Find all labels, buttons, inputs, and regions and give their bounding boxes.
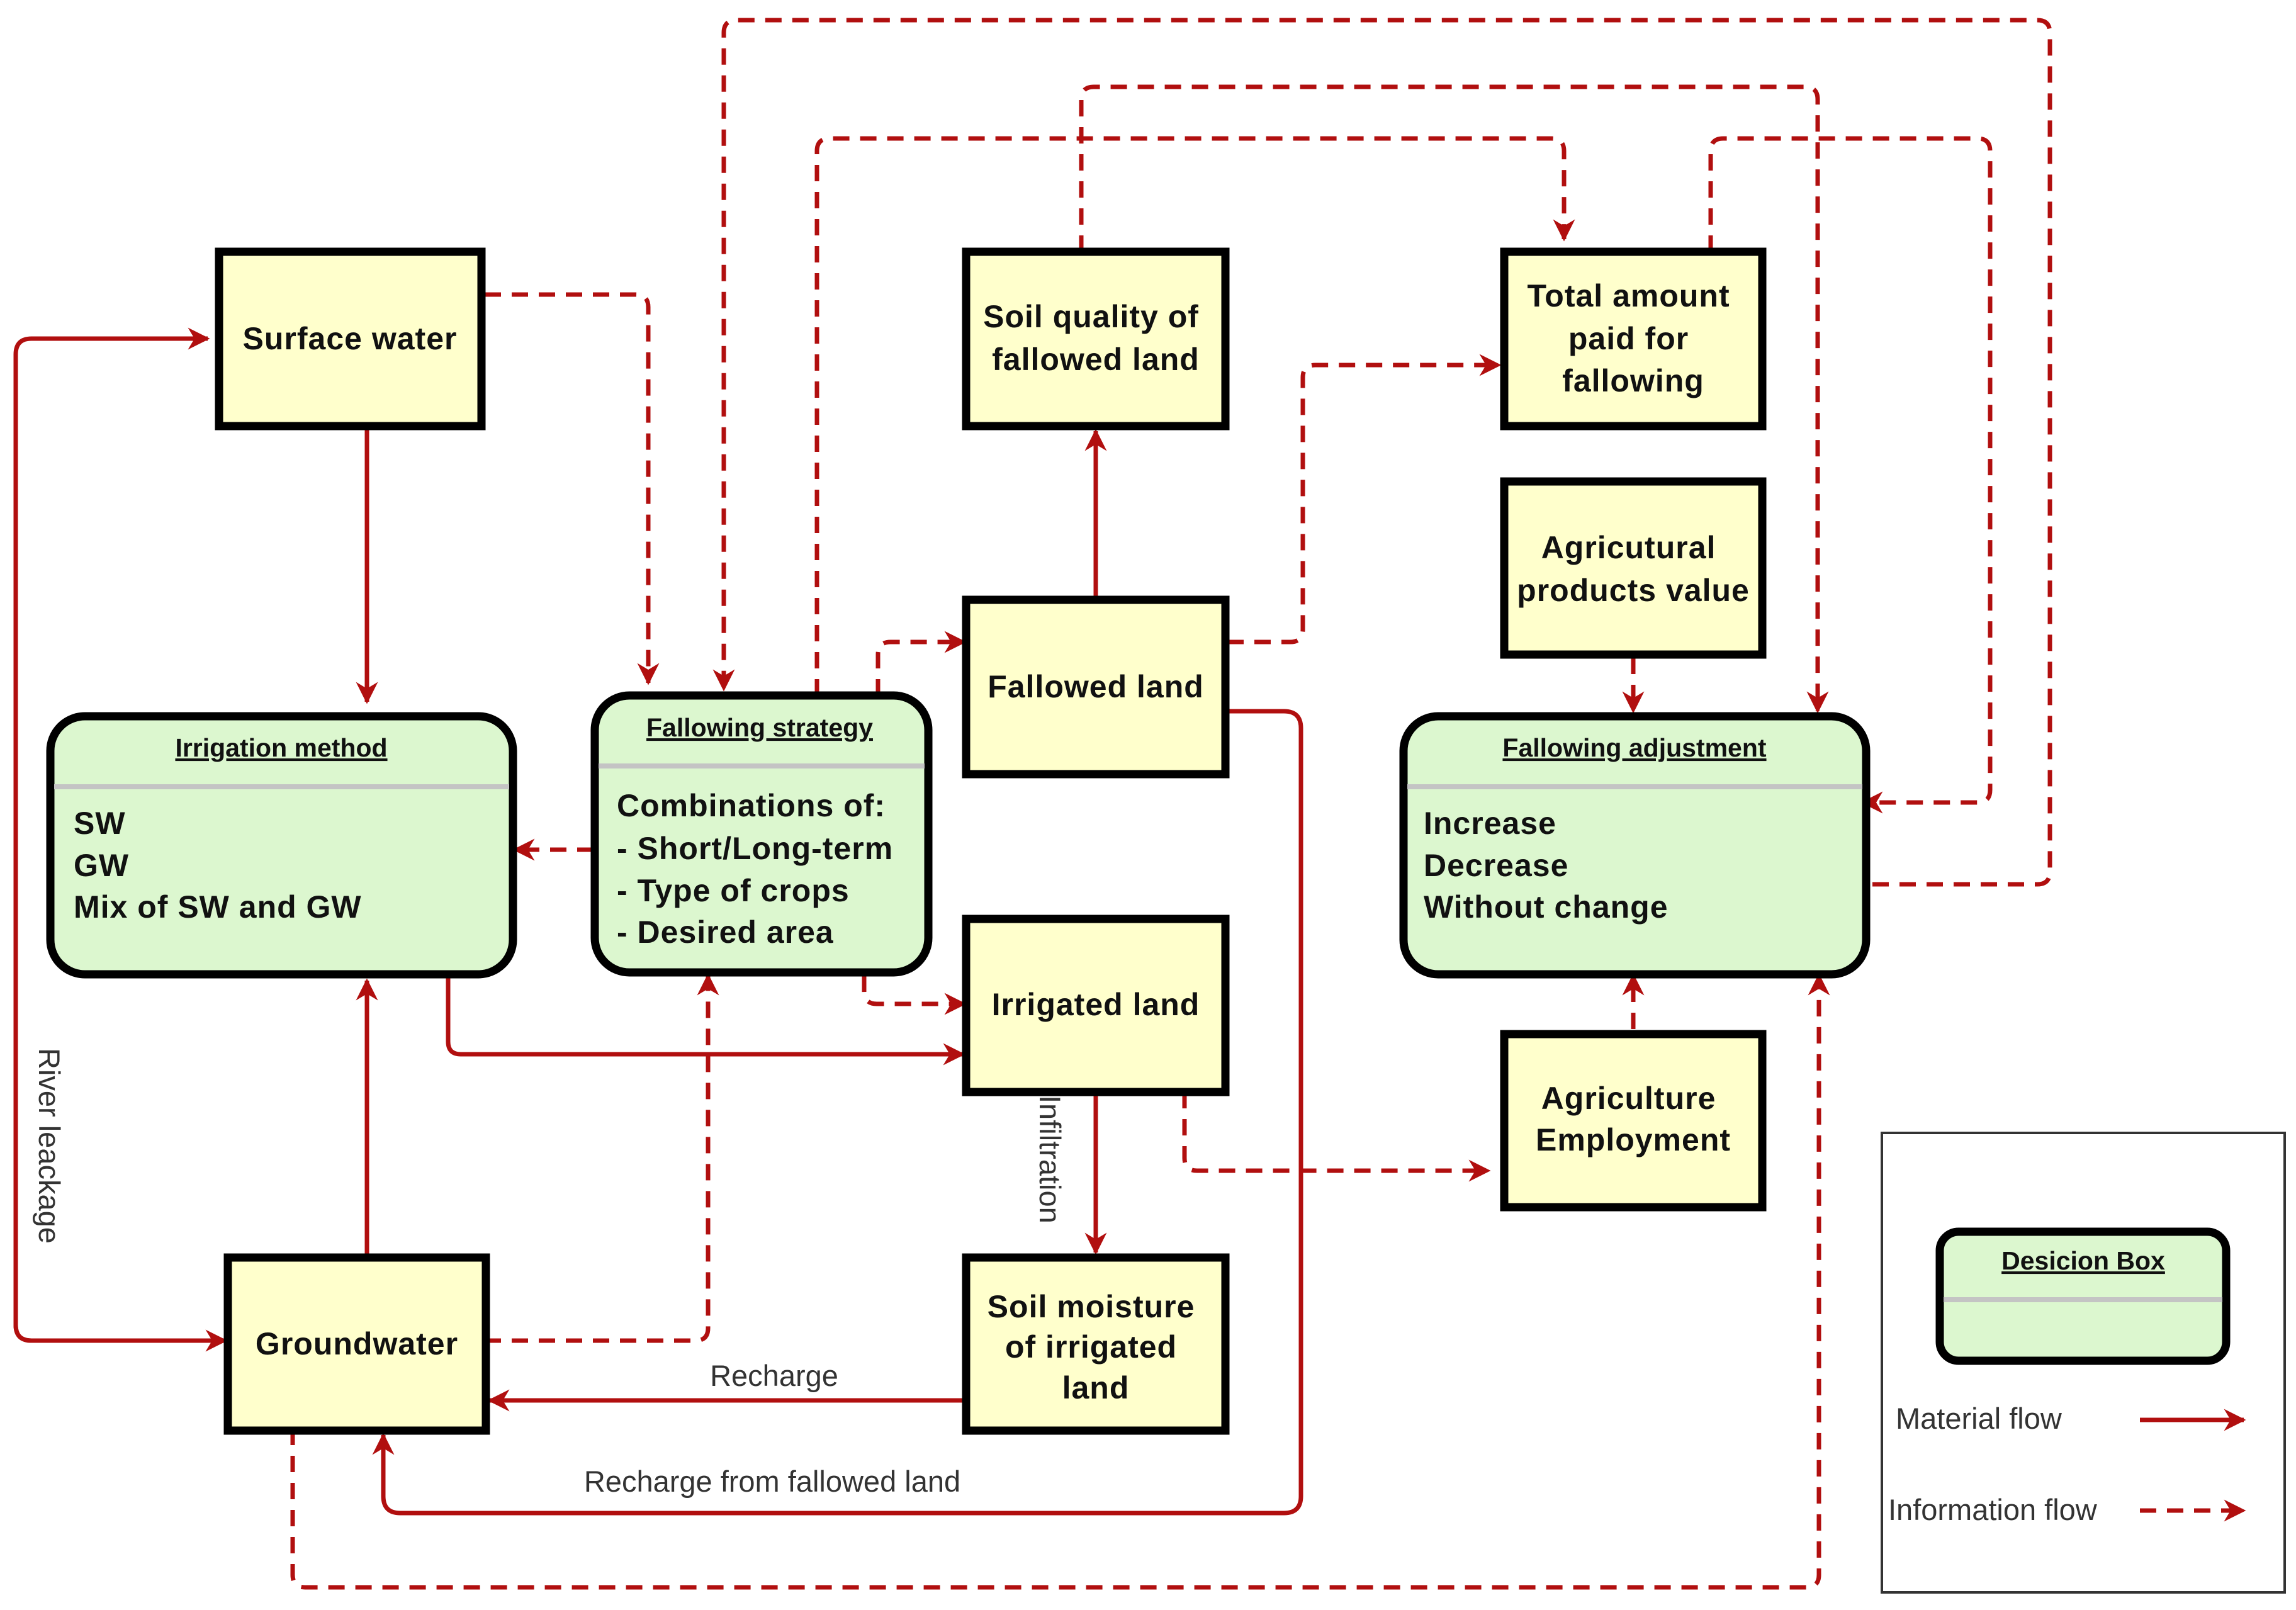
label-recharge: Recharge: [710, 1359, 838, 1392]
legend-material-label: Material flow: [1896, 1402, 2062, 1435]
stock-box-soil-quality: Soil quality of fallowed land: [962, 247, 1230, 431]
edge-fallowed-land-to-groundwater: [372, 709, 1303, 1516]
box-label-line: products value: [1517, 573, 1750, 608]
stock-box-total-amount: Total amount paid for fallowing: [1500, 247, 1767, 431]
box-label-line: Total amount: [1527, 278, 1730, 313]
decision-box-irrigation-method: Irrigation method SW GW Mix of SW and GW: [46, 712, 517, 979]
box-label-line: Soil quality of: [983, 299, 1199, 334]
decision-item: Combinations of:: [617, 788, 886, 823]
decision-box-fallowing-strategy: Fallowing strategy Combinations of: - Sh…: [590, 691, 933, 977]
box-label-line: Agricutural: [1541, 530, 1716, 565]
decision-item: Without change: [1424, 889, 1669, 925]
edge-fallowed-land-to-total-amount: [1227, 354, 1502, 645]
edge-total-amount-to-adjustment: [1708, 136, 1993, 814]
box-label-line: fallowed land: [992, 342, 1200, 377]
stock-box-agri-employment: Agriculture Employment: [1500, 1030, 1767, 1212]
decision-title: Fallowing adjustment: [1502, 733, 1766, 762]
box-label: Surface water: [243, 321, 458, 356]
edge-groundwater-to-strategy: [485, 973, 719, 1343]
label-recharge-fallowed: Recharge from fallowed land: [584, 1465, 960, 1498]
material-flows: [13, 327, 1303, 1516]
box-label-line: of irrigated: [1005, 1329, 1177, 1365]
information-flows: [290, 18, 2052, 1590]
svg-text:Combinations of: - Short: Combinations of: - Short/Long-term - Typ…: [617, 788, 903, 950]
svg-text:Agricutural products val: Agricutural products value: [1517, 530, 1750, 608]
edge-surface-water-to-strategy: [485, 292, 660, 685]
svg-text:Soil quality of fallowed: Soil quality of fallowed land: [983, 299, 1208, 377]
box-label-line: paid for: [1568, 321, 1689, 356]
decision-item: - Type of crops: [617, 873, 850, 908]
stock-box-agri-products: Agricutural products value: [1500, 477, 1767, 659]
svg-text:SW GW Mix of SW an: SW GW Mix of SW and GW: [74, 806, 362, 925]
legend: Desicion Box Material flow Information f…: [1881, 1132, 2286, 1594]
box-label-line: Agriculture: [1541, 1081, 1716, 1116]
box-label-line: Soil moisture: [988, 1289, 1195, 1324]
decision-title: Fallowing strategy: [646, 713, 873, 742]
decision-item: Increase: [1424, 806, 1556, 841]
box-label-line: fallowing: [1562, 363, 1704, 398]
svg-text:Agriculture Employment: Agriculture Employment: [1536, 1081, 1731, 1157]
label-river-leakage: River leackage: [33, 1048, 66, 1244]
edge-groundwater-to-adjustment: [290, 973, 1830, 1590]
legend-decision-label: Desicion Box: [2001, 1246, 2165, 1275]
svg-text:Total amount paid for: Total amount paid for fallowing: [1527, 278, 1739, 398]
edge-strategy-to-total-amount: [814, 136, 1575, 695]
decision-item: GW: [74, 848, 129, 883]
edge-adjustment-to-strategy: [712, 18, 2052, 887]
box-label-line: Employment: [1536, 1122, 1731, 1157]
box-label: Groundwater: [256, 1326, 458, 1361]
decision-item: - Desired area: [617, 915, 834, 950]
decision-item: SW: [74, 806, 126, 841]
edge-strategy-to-fallowed-land: [875, 631, 967, 695]
decision-title: Irrigation method: [175, 733, 387, 762]
edge-labels: River leackage Infiltration Recharge Rec…: [33, 1048, 1067, 1498]
edge-strategy-to-irrigated-land: [862, 976, 967, 1015]
edge-irrigation-to-irrigated-land: [446, 976, 965, 1066]
stock-box-soil-moisture: Soil moisture of irrigated land: [962, 1253, 1230, 1435]
edge-soil-quality-to-adjustment: [1079, 84, 1829, 714]
decision-item: Mix of SW and GW: [74, 889, 362, 925]
svg-text:Increase Decrease: Increase Decrease Without change: [1424, 806, 1669, 925]
label-infiltration: Infiltration: [1033, 1095, 1067, 1224]
edge-river-leakage-to-groundwater: [13, 1259, 228, 1352]
stock-box-irrigated-land: Irrigated land: [962, 915, 1230, 1096]
decision-box-fallowing-adjustment: Fallowing adjustment Increase Decrease W…: [1399, 712, 1871, 979]
svg-text:Soil moisture of irrigat: Soil moisture of irrigated land: [988, 1289, 1205, 1405]
box-label: Irrigated land: [992, 987, 1200, 1022]
decision-item: - Short/Long-term: [617, 831, 893, 866]
decision-item: Decrease: [1424, 848, 1568, 883]
box-label: Fallowed land: [988, 669, 1204, 704]
edge-irrigated-land-to-employment: [1182, 1092, 1491, 1182]
stock-box-groundwater: Groundwater: [223, 1253, 490, 1435]
stock-box-surface-water: Surface water: [215, 247, 486, 431]
stock-box-fallowed-land: Fallowed land: [962, 595, 1230, 779]
box-label-line: land: [1062, 1370, 1130, 1405]
legend-information-label: Information flow: [1888, 1493, 2098, 1526]
legend-decision-swatch: [1935, 1227, 2231, 1365]
